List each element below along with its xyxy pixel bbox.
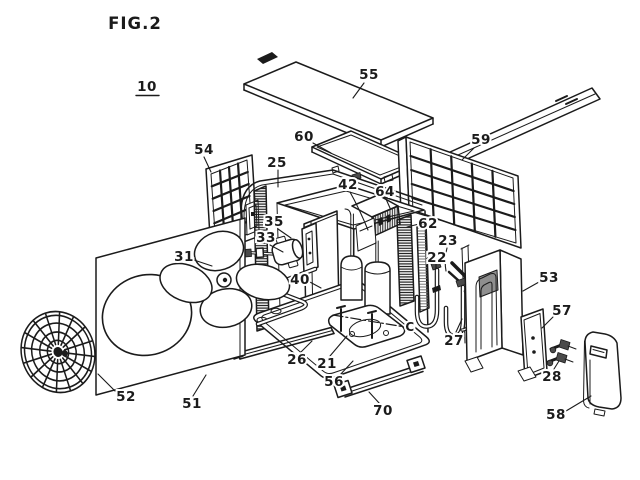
label-59: 59 [471,132,491,148]
panel-grip-mark [257,52,278,64]
leader-31 [193,259,213,267]
label-22: 22 [427,250,447,266]
label-33: 33 [256,230,276,246]
leader-35 [277,228,292,239]
leader-21 [329,335,348,357]
figure-title: FIG.2 [108,14,162,33]
label-60: 60 [294,129,314,145]
fin-pack-right-2 [416,222,430,313]
label-26: 26 [287,352,307,368]
label-55: 55 [359,67,379,83]
label-62: 62 [418,216,438,232]
compressor-mount [327,304,406,348]
centerline [332,314,406,328]
label-52: 52 [116,389,136,405]
leader-58 [565,395,592,412]
fan-blade [235,263,291,301]
elbow-fittings [546,339,577,367]
leader-23 [444,247,448,272]
leader-62 [406,223,420,228]
fan-blade [193,230,245,272]
fin-pack-right [396,214,415,307]
leader-70 [368,391,381,405]
leader-33 [269,244,284,253]
reference-labels: FIG.2 10 55 60 59 54 25 42 64 62 23 22 3… [106,12,573,425]
valve-cover-plate [517,308,548,382]
grille-bars [409,148,517,238]
side-plate [464,249,524,373]
label-40: 40 [290,272,310,288]
front-mounting-rail [333,355,426,399]
rear-grille [397,136,522,249]
label-10: 10 [137,79,157,95]
leader-26 [299,340,313,354]
fan-motor [243,235,304,269]
label-35: 35 [264,214,284,230]
label-28: 28 [542,369,562,385]
fin-pack-left [253,185,270,332]
label-27: 27 [444,333,464,349]
label-64: 64 [375,184,395,200]
top-frame-rail [240,169,425,214]
label-42: 42 [338,177,358,193]
fan-blade [159,262,213,304]
leader-lines [97,82,592,412]
leader-51 [192,374,207,397]
leader-56 [338,360,354,377]
fan-blade [199,287,253,329]
leader-54 [203,156,212,173]
pipe-cover [583,331,622,417]
propeller-fan [159,230,291,329]
label-25: 25 [267,155,287,171]
label-51: 51 [182,396,202,412]
compressor-tank [364,261,391,315]
fan-guard [20,310,96,394]
label-23: 23 [438,233,458,249]
guard-hub [53,347,63,357]
leader-27 [455,318,463,333]
accumulator-tank [340,255,363,301]
label-centerline-C: C [405,320,414,334]
label-56: 56 [324,374,344,390]
leader-59 [461,147,475,161]
leader-42 [349,191,369,231]
leader-52 [97,373,116,392]
label-53: 53 [539,270,559,286]
label-57: 57 [552,303,572,319]
label-21: 21 [317,356,337,372]
label-58: 58 [546,407,566,423]
label-54: 54 [194,142,214,158]
leader-57 [541,316,554,329]
leader-40 [307,280,322,289]
leader-55 [352,82,365,99]
leader-53 [522,281,540,292]
label-31: 31 [174,249,194,265]
leader-64 [385,198,391,209]
motor-mount-bracket [301,222,319,274]
pipes [344,208,379,264]
leader-60 [312,142,332,154]
top-panel [243,52,434,148]
label-70: 70 [373,403,393,419]
guard-spokes [20,311,96,393]
leader-28 [553,360,560,370]
